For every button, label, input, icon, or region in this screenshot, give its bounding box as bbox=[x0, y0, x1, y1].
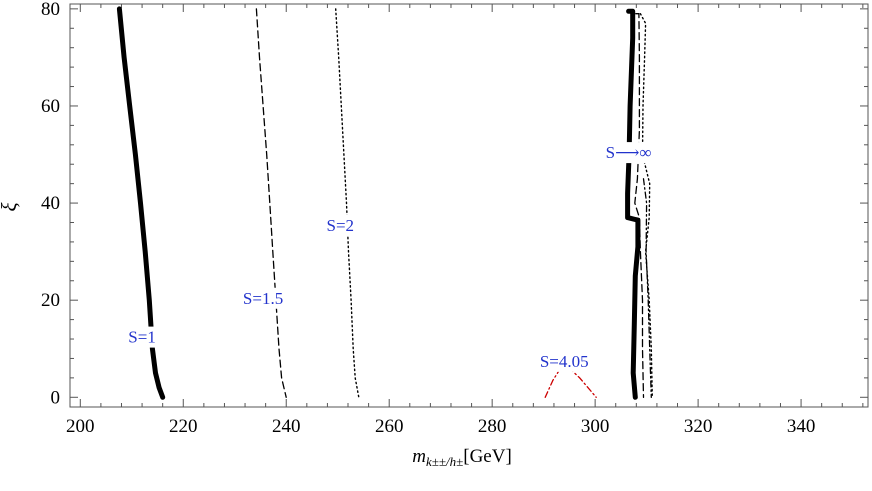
x-axis-label-unit: [GeV] bbox=[463, 446, 512, 467]
x-tick-label: 200 bbox=[66, 416, 95, 437]
curve-label: S=1 bbox=[126, 326, 158, 348]
y-axis-label: ξ bbox=[0, 203, 21, 212]
curve-label: S⟶∞ bbox=[603, 142, 654, 164]
x-tick-label: 300 bbox=[581, 416, 610, 437]
series-line-1 bbox=[255, 8, 287, 398]
curve-label-text: S=2 bbox=[327, 216, 355, 235]
x-axis-label: mk±±/h±[GeV] bbox=[412, 446, 512, 469]
curve-label-bg bbox=[240, 287, 286, 309]
y-tick-label: 20 bbox=[41, 290, 60, 311]
curve-label-text: S⟶∞ bbox=[606, 143, 652, 162]
curves bbox=[116, 6, 653, 400]
y-tick-label: 80 bbox=[41, 0, 60, 20]
curve-label-bg bbox=[324, 214, 357, 236]
curve-label-bg bbox=[537, 350, 591, 372]
y-tick-label: 0 bbox=[51, 387, 61, 408]
x-axis-ticks: 200 220 240 260 280 300 320 340 bbox=[66, 4, 864, 437]
series-line-3 bbox=[544, 367, 597, 398]
curve-label-text: S=1 bbox=[128, 328, 156, 347]
x-axis-label-sub: k±±/h± bbox=[426, 454, 463, 469]
series-line-0 bbox=[116, 6, 166, 400]
y-tick-label: 40 bbox=[41, 193, 60, 214]
curve-label: S=4.05 bbox=[537, 350, 591, 372]
x-tick-label: 260 bbox=[375, 416, 404, 437]
curve-label-text: S=4.05 bbox=[540, 352, 589, 371]
plot-frame bbox=[69, 3, 869, 408]
series-line-4 bbox=[625, 8, 641, 400]
curve-labels: S=1 S=1.5 S=2S=4.05 S⟶∞ bbox=[126, 142, 654, 372]
x-tick-label: 220 bbox=[169, 416, 198, 437]
x-axis-label-main: m bbox=[412, 446, 426, 467]
y-axis-ticks: 0 20 40 60 80 bbox=[41, 0, 868, 408]
series-line-7 bbox=[642, 178, 652, 398]
series-line-2 bbox=[335, 8, 360, 398]
series-line-5 bbox=[634, 13, 645, 398]
x-tick-label: 320 bbox=[684, 416, 713, 437]
curve-label-text: S=1.5 bbox=[243, 289, 283, 308]
series-line-6 bbox=[639, 13, 653, 398]
curve-label: S=2 bbox=[324, 214, 357, 236]
y-tick-label: 60 bbox=[41, 96, 60, 117]
x-tick-label: 240 bbox=[272, 416, 301, 437]
x-tick-label: 340 bbox=[787, 416, 816, 437]
curve-label-bg bbox=[126, 326, 158, 348]
curve-label-bg bbox=[603, 142, 654, 164]
x-tick-label: 280 bbox=[478, 416, 507, 437]
curve-label: S=1.5 bbox=[240, 287, 286, 309]
